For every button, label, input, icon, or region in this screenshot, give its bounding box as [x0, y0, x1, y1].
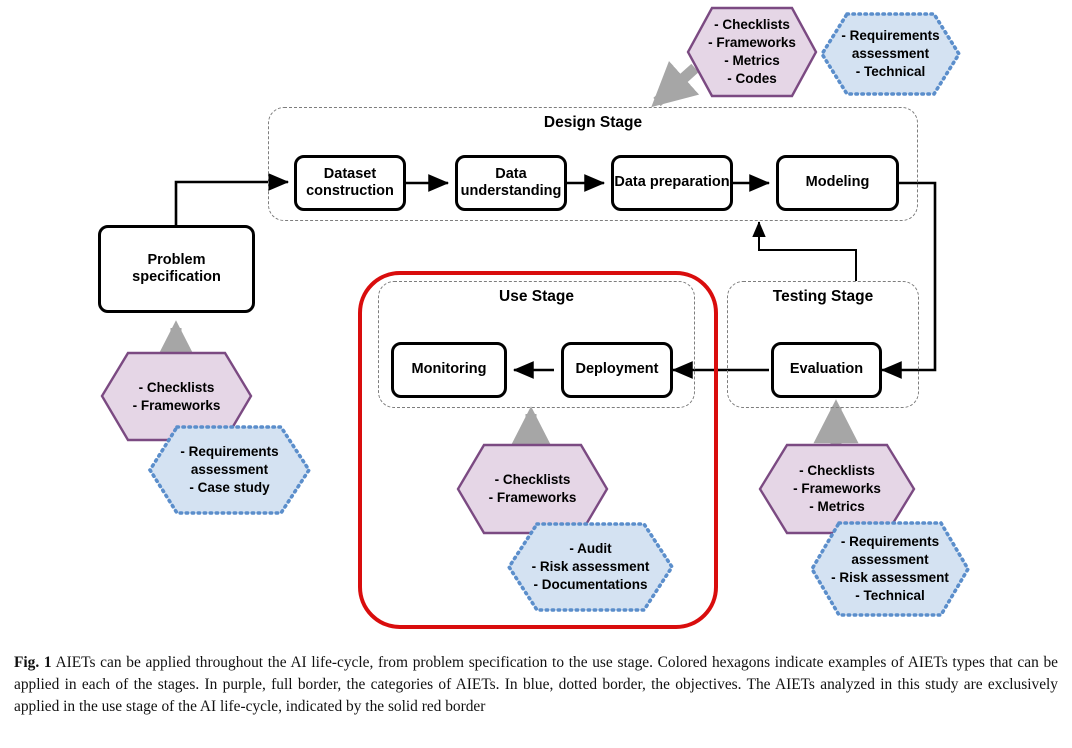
hexagon-design-objectives: - Requirements assessment - Technical [819, 11, 962, 97]
node-evaluation[interactable]: Evaluation [771, 342, 882, 398]
node-data-preparation[interactable]: Data preparation [611, 155, 733, 211]
caption-label: Fig. 1 [14, 654, 52, 671]
hexagon-testing-objectives: - Requirements assessment - Risk assessm… [808, 520, 972, 618]
stage-title-use: Use Stage [499, 288, 574, 305]
hexagon-use-categories-label: - Checklists - Frameworks [488, 472, 577, 505]
figure-diagram: Design Stage Use Stage Testing Stage Pro… [98, 6, 972, 629]
stage-box-design [268, 107, 918, 221]
stage-title-testing: Testing Stage [772, 288, 874, 305]
hexagon-design-categories-label: - Checklists - Frameworks - Metrics - Co… [708, 17, 796, 86]
node-dataset-construction[interactable]: Dataset construction [294, 155, 406, 211]
stage-title-design: Design Stage [543, 114, 643, 131]
node-data-understanding[interactable]: Data understanding [455, 155, 567, 211]
node-modeling[interactable]: Modeling [776, 155, 899, 211]
hexagon-problem-objectives-label: - Requirements assessment - Case study [180, 444, 279, 495]
hexagon-use-objectives-label: - Audit - Risk assessment - Documentatio… [531, 541, 650, 592]
node-problem-specification[interactable]: Problem specification [98, 225, 255, 313]
hexagon-design-objectives-label: - Requirements assessment - Technical [841, 28, 940, 79]
caption-text: AIETs can be applied throughout the AI l… [14, 654, 1059, 715]
use-stage-red-border [358, 271, 718, 629]
node-deployment[interactable]: Deployment [561, 342, 673, 398]
hexagon-design-categories: - Checklists - Frameworks - Metrics - Co… [686, 6, 818, 98]
figure-caption: Fig. 1 AIETs can be applied throughout t… [0, 652, 1072, 718]
node-monitoring[interactable]: Monitoring [391, 342, 507, 398]
hexagon-problem-objectives: - Requirements assessment - Case study [146, 424, 313, 516]
hexagon-testing-categories-label: - Checklists - Frameworks - Metrics [793, 463, 881, 514]
hexagon-problem-categories-label: - Checklists - Frameworks [132, 379, 221, 413]
hexagon-use-objectives: - Audit - Risk assessment - Documentatio… [505, 521, 676, 613]
hexagon-testing-objectives-label: - Requirements assessment - Risk assessm… [831, 534, 949, 603]
